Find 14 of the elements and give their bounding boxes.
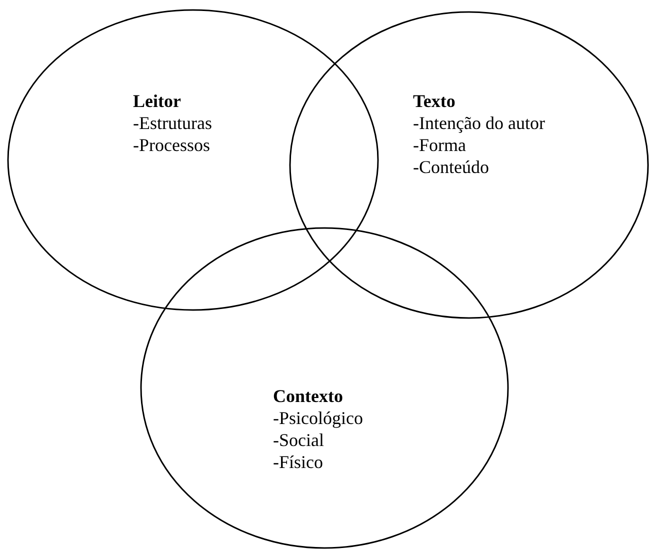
venn-circle <box>290 12 648 318</box>
list-item: -Processos <box>133 134 210 156</box>
list-item: -Conteúdo <box>413 156 489 178</box>
list-item: -Estruturas <box>133 112 212 134</box>
venn-circle <box>8 10 378 310</box>
venn-circle <box>141 228 508 548</box>
list-item: -Físico <box>273 451 324 473</box>
circle-heading: Texto <box>413 90 456 112</box>
circle-heading: Contexto <box>273 385 343 407</box>
list-item: -Psicológico <box>273 407 363 429</box>
circle-heading: Leitor <box>133 90 181 112</box>
list-item: -Intenção do autor <box>413 112 545 134</box>
list-item: -Social <box>273 429 324 451</box>
list-item: -Forma <box>413 134 466 156</box>
